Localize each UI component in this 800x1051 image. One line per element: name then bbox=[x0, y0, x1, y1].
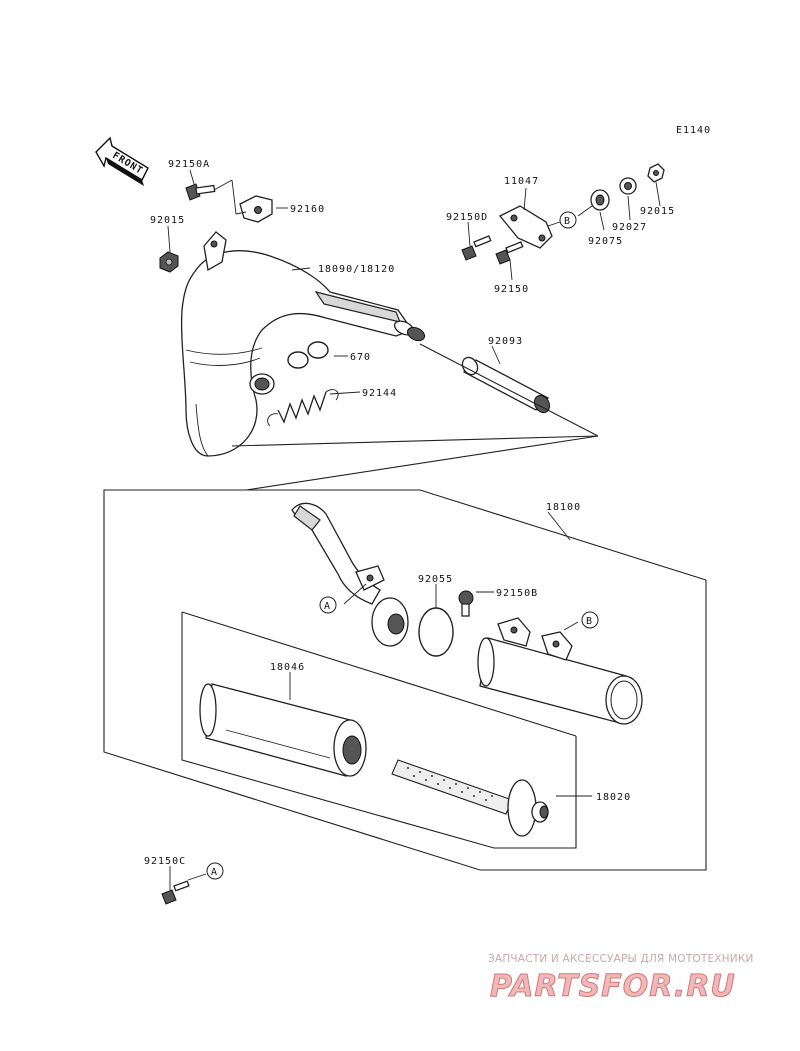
sleeve-92093 bbox=[461, 356, 551, 414]
callout-92015-right: 92015 bbox=[640, 206, 675, 217]
ref-b-mid-label: B bbox=[586, 616, 593, 627]
o-rings-670 bbox=[287, 341, 329, 369]
callout-92027: 92027 bbox=[612, 222, 647, 233]
pipe-flange bbox=[371, 597, 409, 647]
callout-18046: 18046 bbox=[270, 662, 305, 673]
bolt-92150b bbox=[458, 590, 474, 617]
callout-11047: 11047 bbox=[504, 176, 539, 187]
callout-92150: 92150 bbox=[494, 284, 529, 295]
callout-92015-left: 92015 bbox=[150, 215, 185, 226]
watermark-tagline: ЗАПЧАСТИ И АКСЕССУАРЫ ДЛЯ МОТОТЕХНИКИ bbox=[488, 953, 754, 965]
callout-18020: 18020 bbox=[596, 792, 631, 803]
grommet-92075 bbox=[590, 189, 610, 211]
diagram-code: E1140 bbox=[676, 125, 711, 136]
callout-92150b: 92150B bbox=[496, 588, 538, 599]
ref-circle-a-bottom: A bbox=[206, 862, 224, 880]
callout-92150c: 92150C bbox=[144, 856, 186, 867]
ref-b-top-label: B bbox=[564, 216, 571, 227]
callout-670: 670 bbox=[350, 352, 371, 363]
gasket-92055 bbox=[418, 607, 454, 657]
nut-92015-right bbox=[647, 163, 665, 183]
callout-18100: 18100 bbox=[546, 502, 581, 513]
bolt-92150a bbox=[185, 183, 216, 201]
ref-a-bottom-label: A bbox=[211, 867, 218, 878]
expansion-chamber-18090 bbox=[180, 231, 426, 457]
ref-circle-a-mid: A bbox=[319, 596, 337, 614]
header-pipe bbox=[291, 502, 385, 605]
spring-92144 bbox=[267, 389, 339, 427]
ref-a-mid-label: A bbox=[324, 601, 331, 612]
bolt-92150 bbox=[495, 241, 524, 265]
callout-92150a: 92150A bbox=[168, 159, 210, 170]
bracket-92160 bbox=[239, 195, 273, 223]
ref-circle-b-mid: B bbox=[581, 611, 599, 629]
bolt-92150d bbox=[461, 235, 492, 261]
collar-92027 bbox=[619, 177, 637, 195]
leader-lines bbox=[167, 169, 661, 890]
callout-92055: 92055 bbox=[418, 574, 453, 585]
perforated-pipe-18020 bbox=[391, 759, 549, 837]
front-arrow-icon: FRONT bbox=[95, 136, 149, 186]
callout-92093: 92093 bbox=[488, 336, 523, 347]
callout-92144: 92144 bbox=[362, 388, 397, 399]
watermark-brand: PARTSFOR.RU bbox=[490, 969, 736, 1004]
callout-92075: 92075 bbox=[588, 236, 623, 247]
ref-circle-b-top: B bbox=[559, 211, 577, 229]
silencer-assembly-frame bbox=[103, 343, 707, 871]
nut-92015-left bbox=[159, 251, 179, 273]
callout-18090-18120: 18090/18120 bbox=[318, 264, 395, 275]
silencer-body-18100 bbox=[477, 617, 643, 725]
callout-92160: 92160 bbox=[290, 204, 325, 215]
bracket-11047 bbox=[498, 205, 553, 249]
bolt-92150c bbox=[161, 880, 190, 905]
watermark-logo: ЗАПЧАСТИ И АКСЕССУАРЫ ДЛЯ МОТОТЕХНИКИ PA… bbox=[488, 953, 754, 1005]
callout-92150d: 92150D bbox=[446, 212, 488, 223]
inner-core-18046 bbox=[199, 683, 367, 777]
